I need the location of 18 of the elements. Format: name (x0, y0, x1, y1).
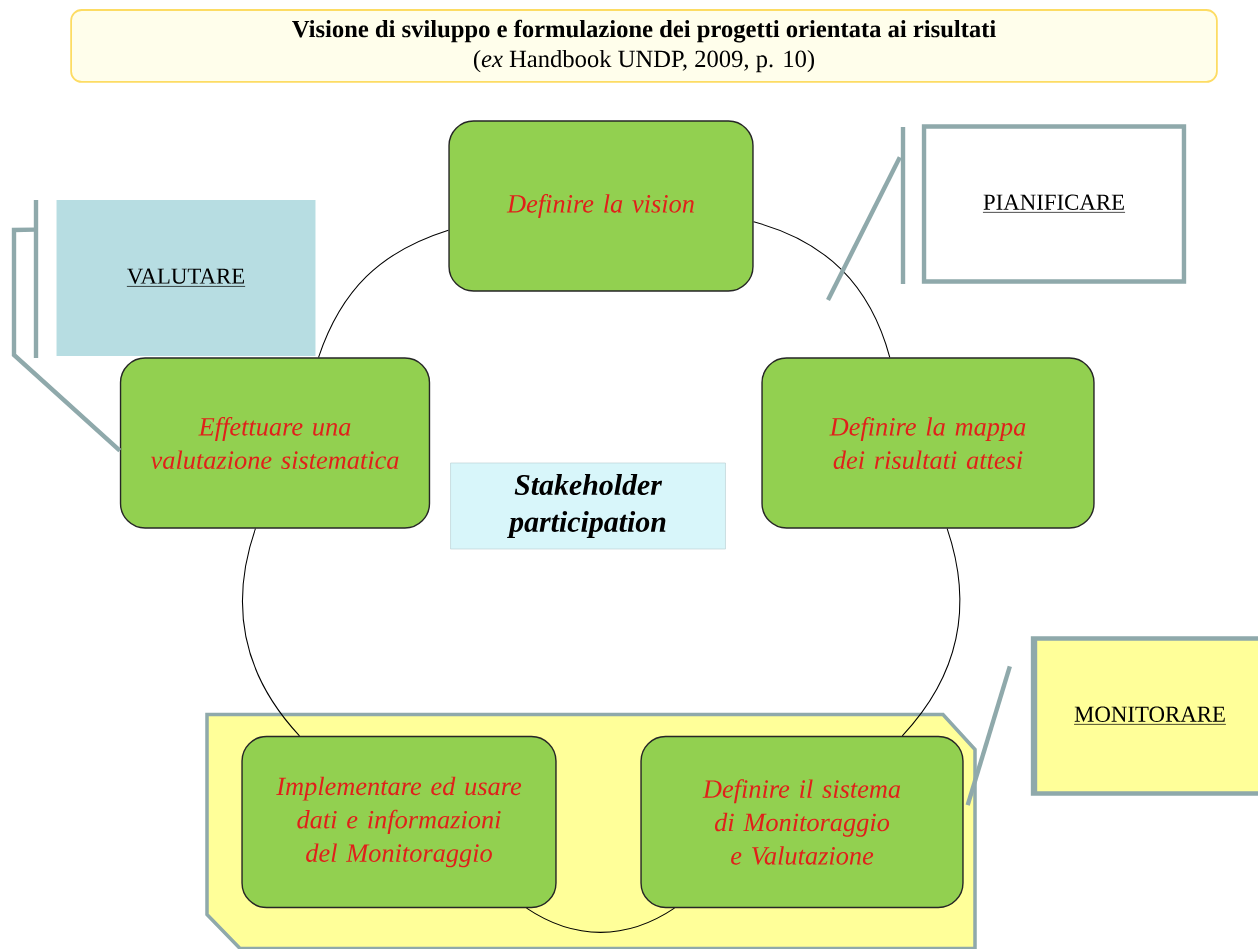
callout-box: VALUTARE (56, 200, 316, 356)
center-box: Stakeholder participation (450, 462, 726, 550)
leader-line (965, 665, 1012, 806)
cycle-arc (318, 229, 449, 358)
callout-box: PIANIFICARE (921, 124, 1187, 284)
step-box: Definire il sistema di Monitoraggio e Valutazione (640, 735, 964, 909)
step-box: Definire la vision (448, 120, 754, 292)
leader-line (826, 156, 902, 301)
cycle-arc (753, 221, 891, 358)
callout-box: MONITORARE (1030, 636, 1258, 796)
step-box: Definire la mappa dei risultati attesi (761, 357, 1095, 529)
cycle-arc (526, 907, 675, 933)
step-box: Effettuare una valutazione sistematica (119, 357, 431, 529)
cycle-arc (901, 528, 961, 737)
cycle-arc (241, 528, 300, 737)
title-box: Visione di sviluppo e formulazione dei progetti orientata ai risultati (ex Handbook UNDP, 2009, p. 10) (70, 9, 1218, 83)
step-box: Implementare ed usare dati e informazioni del Monitoraggio (241, 735, 557, 909)
leader-line (11, 227, 122, 453)
